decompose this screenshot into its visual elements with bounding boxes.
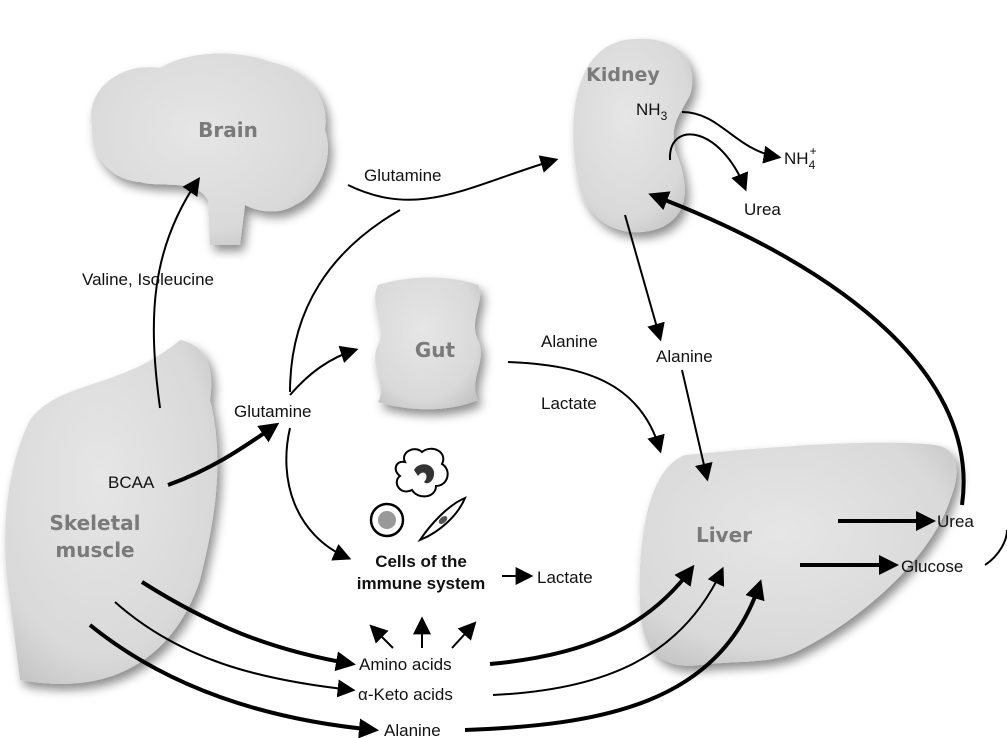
muscle-label-line1: Skeletal: [49, 511, 140, 535]
glutamine-up-connector: [289, 209, 401, 393]
urea-to-kidney-arrow: [648, 191, 966, 506]
muscle-to-amino-acids-arrow: [140, 580, 356, 672]
glutamine-to-immune-arrow: [285, 427, 352, 561]
brain-organ: [91, 53, 328, 245]
immune-cells-icon: [369, 447, 467, 543]
glucose-label: Glucose: [901, 557, 963, 576]
bcaa-to-glutamine-arrow: [167, 422, 280, 487]
muscle-to-alanine-arrow: [88, 623, 379, 738]
kidney-to-urea-arrow: [668, 133, 749, 192]
nh3-to-nh4-arrow: [681, 111, 782, 164]
lactate-immune-label: Lactate: [537, 568, 593, 587]
urea-kidney-label: Urea: [744, 200, 781, 219]
valine-isoleucine-label: Valine, Isoleucine: [82, 270, 214, 289]
amino-acids-to-immune-arrow-left: [369, 624, 394, 649]
nh3-label: NH3: [636, 100, 668, 123]
nh4-label: NH+4: [784, 144, 817, 172]
immune-system-label-line1: Cells of the: [375, 552, 467, 571]
muscle-label-line2: muscle: [55, 538, 134, 562]
liver-organ: [639, 442, 957, 666]
brain-label: Brain: [198, 118, 258, 142]
alanine-bottom-label: Alanine: [384, 721, 441, 738]
gut-to-liver-arrow: [507, 361, 665, 454]
amino-acids-to-immune-arrow-right: [451, 621, 477, 649]
kidney-label: Kidney: [586, 64, 660, 86]
glutamine-to-kidney-arrow: [347, 155, 559, 201]
alanine-kidney-label: Alanine: [656, 347, 713, 366]
immune-system-label-line2: immune system: [357, 574, 486, 593]
kidney-organ: [573, 38, 693, 233]
glucose-exit-curve: [984, 529, 1007, 566]
gut-organ: [375, 277, 481, 410]
keto-acids-label: α-Keto acids: [358, 685, 453, 704]
alanine-gut-label: Alanine: [541, 332, 598, 351]
skeletal-muscle-organ: [5, 340, 218, 684]
alanine-to-liver-arrow: [681, 369, 713, 482]
amino-acids-to-liver-arrow: [489, 564, 695, 666]
glutamine-top-label: Glutamine: [364, 166, 441, 185]
kidney-to-alanine-arrow: [624, 214, 665, 342]
glutamine-to-gut-arrow: [289, 345, 359, 396]
keto-acids-to-liver-arrow: [492, 566, 725, 696]
muscle-to-keto-acids-arrow: [114, 601, 356, 698]
urea-liver-label: Urea: [937, 512, 974, 531]
glutamine-mid-label: Glutamine: [234, 402, 311, 421]
amino-acids-label: Amino acids: [359, 655, 452, 674]
alanine-to-liver-arrow-bottom: [464, 579, 765, 732]
liver-label: Liver: [696, 523, 752, 547]
gut-label: Gut: [415, 338, 456, 362]
valine-isoleucine-arrow: [152, 177, 201, 409]
lactate-gut-label: Lactate: [541, 394, 597, 413]
bcaa-label: BCAA: [108, 473, 155, 492]
